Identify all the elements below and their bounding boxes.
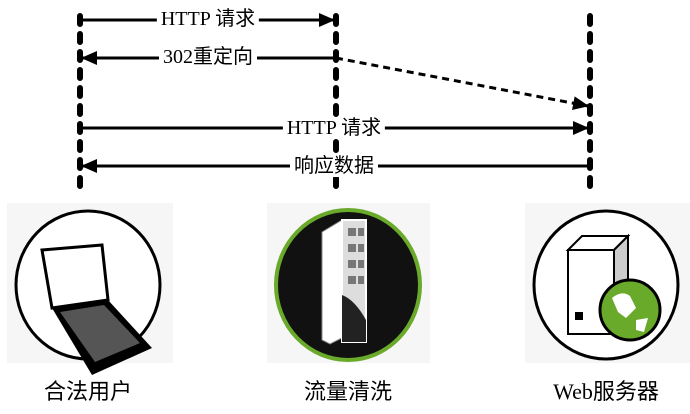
label-response-data: 响应数据 [290, 155, 378, 177]
node-label-user: 合法用户 [43, 379, 133, 404]
node-label-scrubber: 流量清洗 [303, 379, 393, 404]
label-302-redirect: 302重定向 [159, 46, 257, 68]
node-label-server: Web服务器 [553, 379, 659, 404]
web-server-globe-icon [532, 209, 680, 361]
label-http-request-1: HTTP 请求 [156, 8, 260, 30]
arrow-redirect-dashed [335, 56, 589, 111]
traffic-scrubbing-device-icon [274, 208, 422, 362]
laptop-icon [14, 209, 162, 375]
label-http-request-2: HTTP 请求 [282, 117, 386, 139]
